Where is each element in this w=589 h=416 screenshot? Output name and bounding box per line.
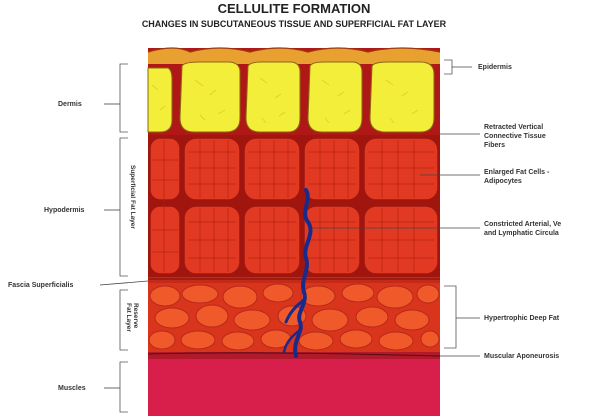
deep-fat-layer [148,283,440,353]
muscle-layer [148,359,440,416]
label-retracted-2: Connective Tissue [484,133,546,140]
dermal-papillae [148,62,434,132]
label-hypertrophic: Hypertrophic Deep Fat [484,315,560,322]
label-retracted-3: Fibers [484,142,505,149]
label-constricted-1: Constricted Arterial, Ve [484,221,561,228]
fascia-layer [148,277,440,283]
label-fascia: Fascia Superficialis [8,282,73,289]
label-dermis: Dermis [58,101,82,108]
tissue-block [148,48,440,416]
label-reserve-fat-1: Reserve [132,303,139,329]
label-retracted-1: Retracted Vertical [484,124,543,131]
diagram-title: CELLULITE FORMATION [218,1,371,16]
label-muscles: Muscles [58,385,86,392]
label-enlarged-1: Enlarged Fat Cells - [484,169,550,176]
superficial-fat-compartments [148,135,440,278]
label-constricted-2: and Lymphatic Circula [484,230,559,237]
label-superficial-fat: Superficial Fat Layer [129,165,136,229]
label-reserve-fat-2: Fat Layer [125,303,132,332]
label-epidermis: Epidermis [478,64,512,71]
diagram-subtitle: CHANGES IN SUBCUTANEOUS TISSUE AND SUPER… [142,19,447,29]
label-enlarged-2: Adipocytes [484,178,522,185]
left-annotations: Dermis Hypodermis Superficial Fat Layer … [8,64,148,412]
label-aponeurosis: Muscular Aponeurosis [484,353,559,360]
label-hypodermis: Hypodermis [44,207,85,214]
